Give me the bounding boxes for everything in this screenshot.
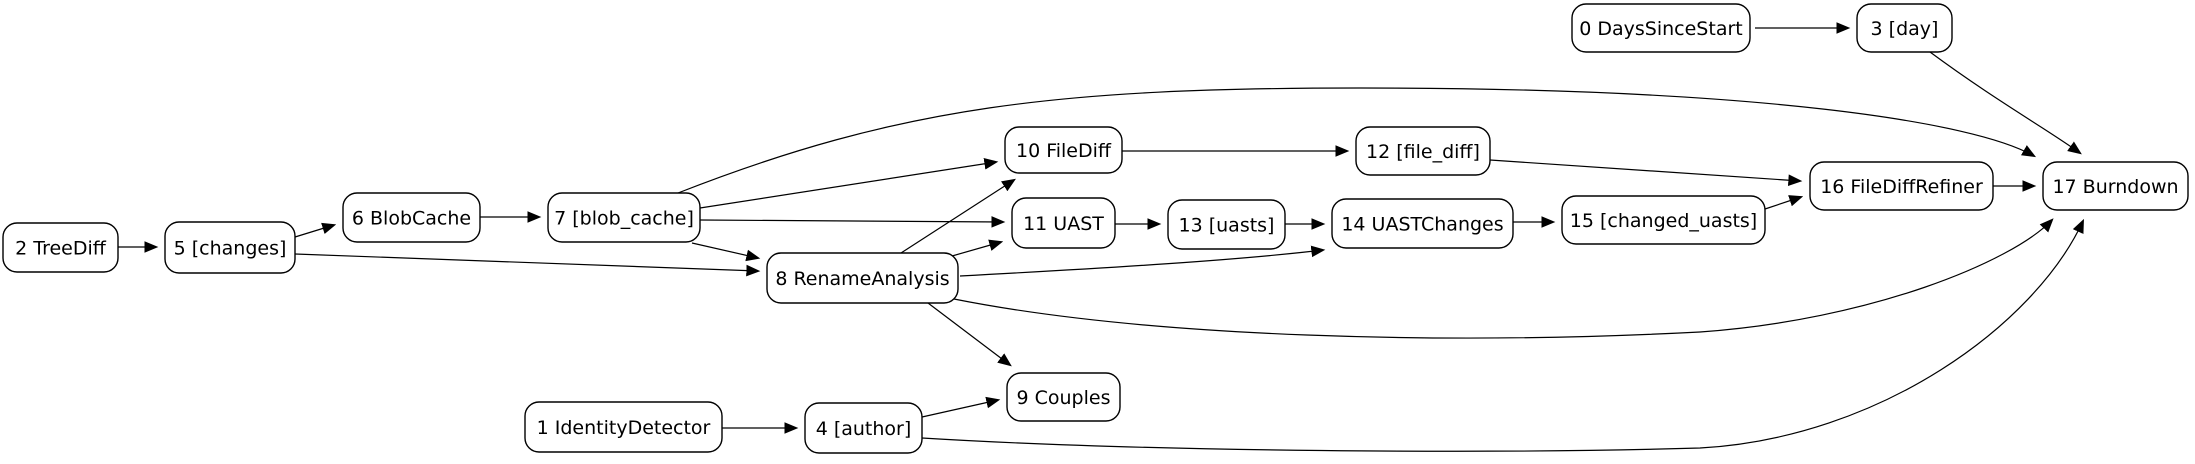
edge-7-17 [677, 87, 2037, 194]
node-15: 15 [changed_uasts] [1561, 195, 1766, 245]
edge-4-9 [921, 396, 1001, 418]
edge-8-11 [951, 239, 1004, 257]
node-12: 12 [file_diff] [1355, 126, 1491, 176]
edge-8-17 [953, 218, 2054, 339]
node-10: 10 FileDiff [1004, 126, 1123, 174]
node-10-box [1004, 126, 1123, 174]
node-17-box [2042, 161, 2189, 211]
node-13: 13 [uasts] [1167, 199, 1286, 250]
node-16: 16 FileDiffRefiner [1809, 161, 1994, 211]
node-8-box [766, 252, 959, 304]
edge-3-17 [1929, 51, 2082, 155]
edge-7-11 [699, 216, 1006, 228]
node-9-box [1006, 372, 1121, 422]
node-1: 1 IdentityDetector [524, 401, 723, 453]
edge-5-6 [294, 222, 337, 238]
node-14: 14 UASTChanges [1331, 198, 1514, 249]
node-13-label: 13 [uasts] [1179, 215, 1275, 237]
edge-15-16 [1764, 195, 1804, 210]
node-7-label: 7 [blob_cache] [554, 208, 694, 230]
node-6: 6 BlobCache [342, 192, 481, 243]
node-15-box [1561, 195, 1766, 245]
node-12-box [1355, 126, 1491, 176]
edge-7-10 [699, 158, 999, 209]
node-0-box [1571, 3, 1751, 53]
node-7-box [547, 192, 701, 243]
node-11-label: 11 UAST [1023, 213, 1104, 235]
node-16-label: 16 FileDiffRefiner [1820, 176, 1983, 198]
node-2-label: 2 TreeDiff [15, 238, 107, 260]
node-11-box [1011, 197, 1116, 249]
node-9: 9 Couples [1006, 372, 1121, 422]
node-0: 0 DaysSinceStart [1571, 3, 1751, 53]
edge-12-16 [1489, 159, 1803, 187]
node-10-label: 10 FileDiff [1016, 140, 1112, 162]
node-3-box [1856, 3, 1953, 53]
node-11: 11 UAST [1011, 197, 1116, 249]
node-1-label: 1 IdentityDetector [537, 417, 711, 439]
node-14-box [1331, 198, 1514, 249]
edge-4-17 [921, 218, 2084, 452]
node-5: 5 [changes] [164, 221, 296, 274]
nodes-layer: 0 DaysSinceStart 1 IdentityDetector 2 Tree… [2, 3, 2189, 454]
node-3-label: 3 [day] [1871, 18, 1939, 40]
node-2-box [2, 222, 119, 273]
edge-8-9 [927, 302, 1012, 367]
node-6-box [342, 192, 481, 243]
node-12-label: 12 [file_diff] [1366, 141, 1480, 163]
edge-5-8 [294, 253, 761, 277]
node-16-box [1809, 161, 1994, 211]
node-13-box [1167, 199, 1286, 250]
node-5-box [164, 221, 296, 274]
node-17-label: 17 Burndown [2052, 176, 2178, 198]
edge-8-14 [959, 245, 1326, 277]
edge-7-8 [691, 242, 761, 262]
node-1-box [524, 401, 723, 453]
node-6-label: 6 BlobCache [352, 208, 471, 230]
edges-layer [118, 22, 2084, 452]
node-4: 4 [author] [804, 402, 923, 454]
node-8: 8 RenameAnalysis [766, 252, 959, 304]
node-2: 2 TreeDiff [2, 222, 119, 273]
node-0-label: 0 DaysSinceStart [1579, 18, 1742, 40]
node-4-box [804, 402, 923, 454]
node-4-label: 4 [author] [816, 418, 912, 440]
node-7: 7 [blob_cache] [547, 192, 701, 243]
node-17: 17 Burndown [2042, 161, 2189, 211]
node-9-label: 9 Couples [1017, 387, 1111, 409]
edge-8-10 [900, 178, 1016, 254]
node-5-label: 5 [changes] [174, 238, 287, 260]
node-14-label: 14 UASTChanges [1341, 214, 1503, 236]
node-15-label: 15 [changed_uasts] [1570, 210, 1757, 232]
node-3: 3 [day] [1856, 3, 1953, 53]
node-8-label: 8 RenameAnalysis [775, 268, 949, 290]
